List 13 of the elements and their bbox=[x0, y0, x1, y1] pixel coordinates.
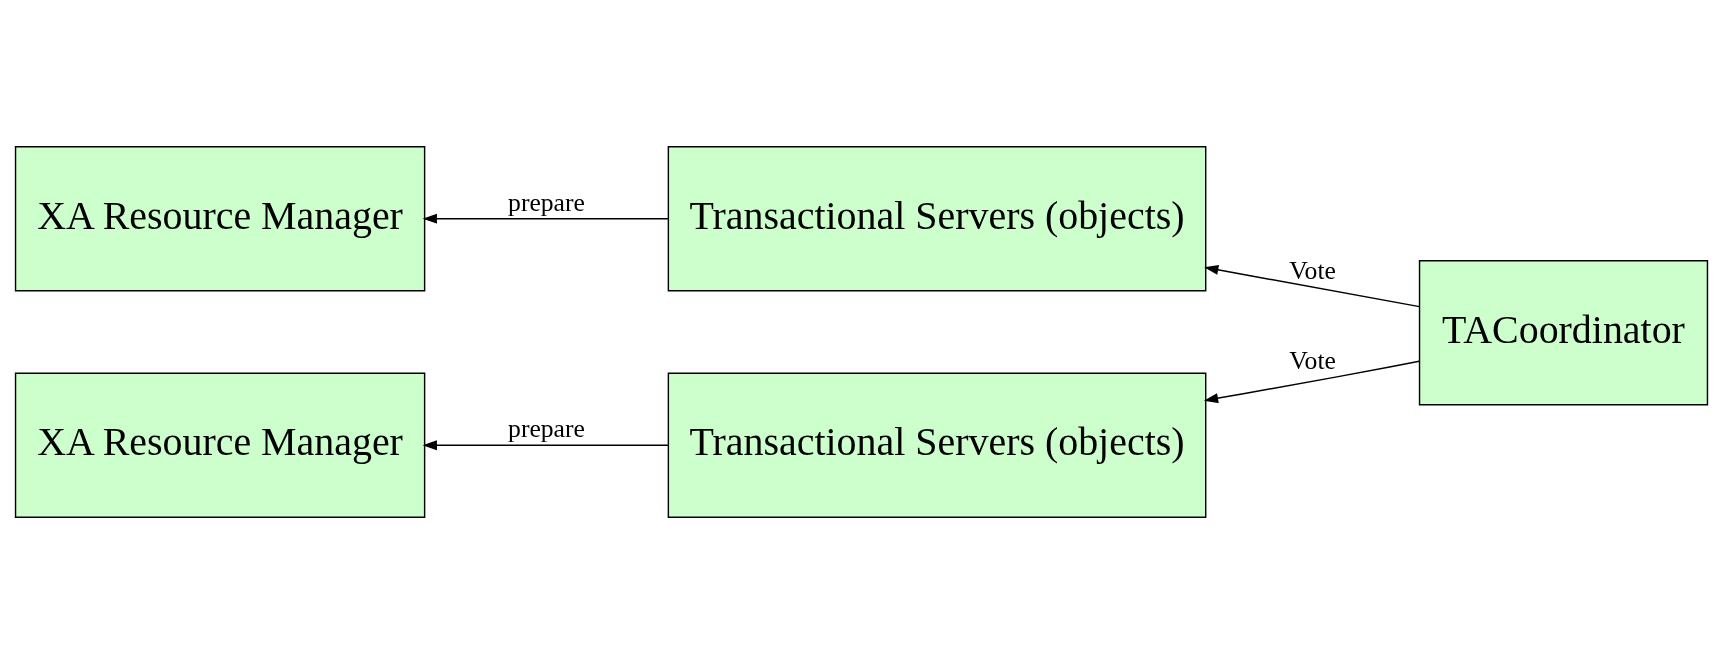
node-box: TACoordinator bbox=[1418, 260, 1709, 406]
arrow bbox=[1204, 264, 1421, 308]
arrow bbox=[422, 213, 669, 224]
edge-label: prepare bbox=[508, 187, 585, 217]
edge-label: Vote bbox=[1289, 256, 1336, 286]
arrow bbox=[1203, 360, 1420, 404]
node-box: XA Resource Manager bbox=[14, 146, 426, 292]
arrow bbox=[422, 440, 669, 451]
node-box: Transactional Servers (objects) bbox=[667, 146, 1207, 292]
edge-label: prepare bbox=[508, 414, 585, 444]
node-box: Transactional Servers (objects) bbox=[667, 372, 1207, 518]
edge-label: Vote bbox=[1289, 345, 1336, 375]
node-box: XA Resource Manager bbox=[14, 372, 426, 518]
